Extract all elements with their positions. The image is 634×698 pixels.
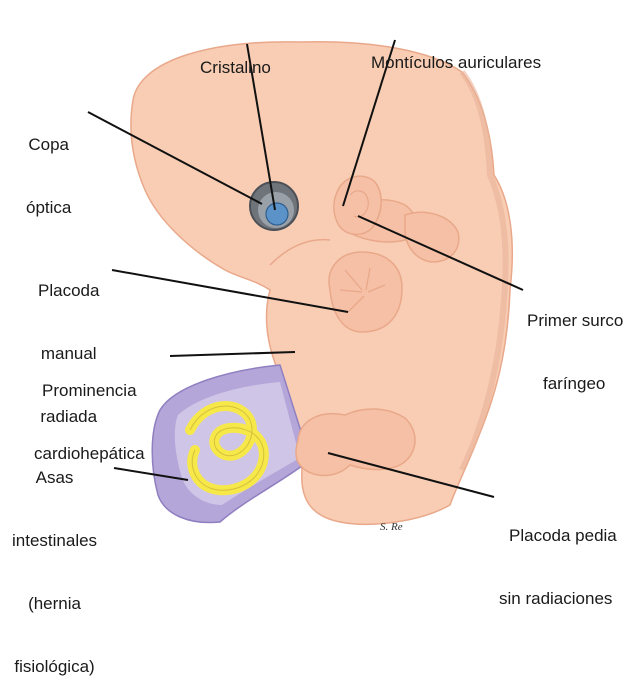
label-primer-surco-line1: Primer surco [527, 310, 634, 331]
label-asas-line3: (hernia [12, 593, 97, 614]
label-copa-line1: Copa [26, 134, 71, 155]
label-asas-line4: fisiológica) [12, 656, 97, 677]
artist-signature: S. Re [380, 521, 403, 533]
label-asas-line1: Asas [12, 467, 97, 488]
foot-plate [296, 409, 415, 476]
label-monticulos-text: Montículos auriculares [371, 52, 541, 73]
hand-plate [329, 252, 402, 332]
label-copa-line2: óptica [26, 197, 71, 218]
label-placoda-pedia: Placoda pedia sin radiaciones [499, 483, 617, 630]
label-cristalino-text: Cristalino [200, 57, 271, 78]
label-asas-line2: intestinales [12, 530, 97, 551]
label-monticulos-auriculares: Montículos auriculares [371, 10, 541, 94]
label-copa-optica: Copa óptica [26, 92, 71, 239]
lens-vesicle [266, 203, 288, 225]
label-prominencia-line1: Prominencia [34, 380, 145, 401]
label-asas-intestinales: Asas intestinales (hernia fisiológica) [12, 425, 97, 698]
label-cristalino: Cristalino [200, 15, 271, 99]
label-placoda-manual-line1: Placoda [38, 280, 99, 301]
label-placoda-pedia-line2: sin radiaciones [499, 588, 617, 609]
label-primer-surco-line2: faríngeo [527, 373, 634, 394]
auricular-hillocks [334, 176, 381, 234]
label-placoda-pedia-line1: Placoda pedia [499, 525, 617, 546]
label-primer-surco: Primer surco faríngeo [527, 268, 634, 415]
